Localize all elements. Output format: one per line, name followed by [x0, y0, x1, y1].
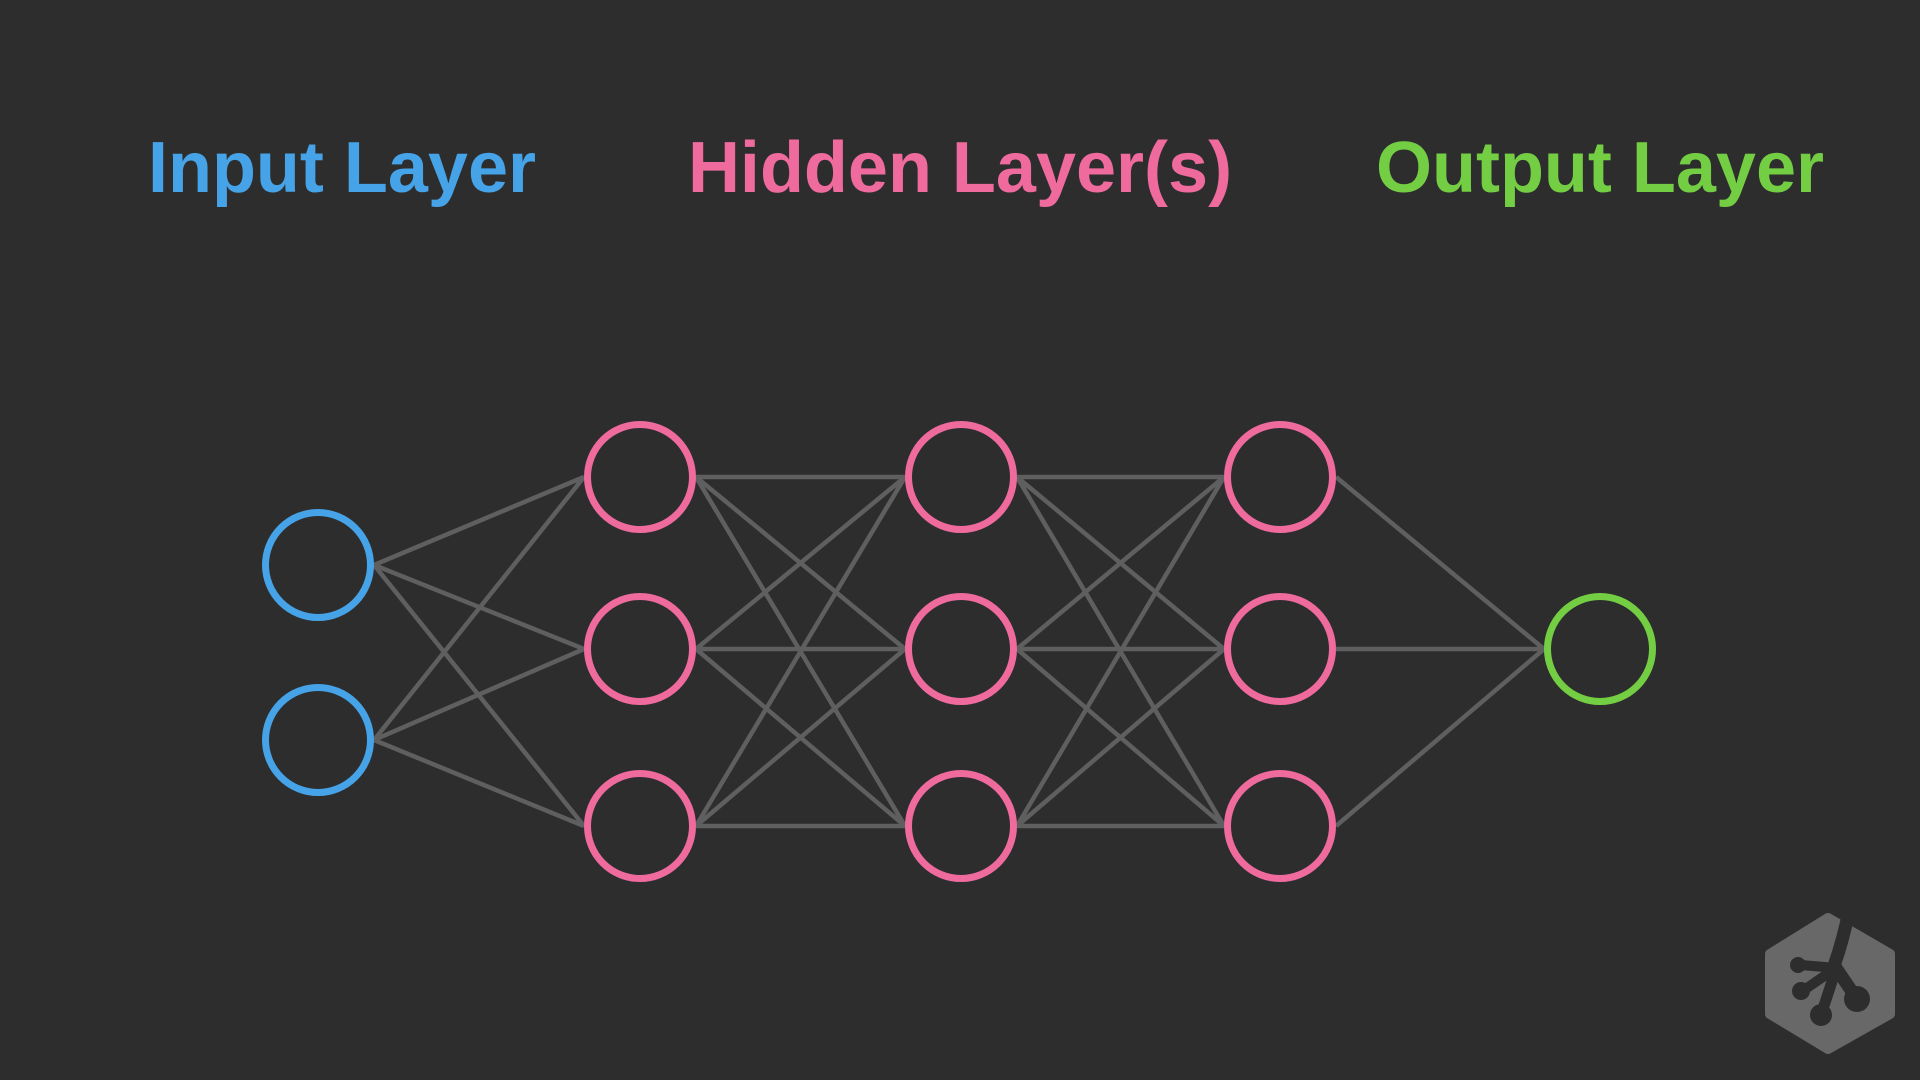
nodes-group — [262, 421, 1656, 882]
hidden-layer-label: Hidden Layer(s) — [687, 128, 1233, 208]
hidden-3-node — [1224, 770, 1336, 882]
connection-line — [1015, 475, 1226, 651]
hidden-2-node — [905, 770, 1017, 882]
hidden-2-node — [905, 421, 1017, 533]
connection-line — [694, 475, 907, 828]
connection-line — [1334, 647, 1546, 828]
connection-line — [694, 475, 907, 651]
connection-line — [694, 647, 907, 828]
logo-frog-foot-icon — [1790, 904, 1870, 1026]
hidden-3-node — [1224, 421, 1336, 533]
connection-line — [1334, 475, 1546, 651]
input-layer-label: Input Layer — [147, 128, 537, 208]
hidden-3-node — [1224, 593, 1336, 705]
connection-line — [1015, 475, 1226, 828]
output-node — [1544, 593, 1656, 705]
input-node — [262, 684, 374, 796]
connection-line — [373, 737, 585, 829]
hidden-1-node — [584, 770, 696, 882]
hidden-1-node — [584, 593, 696, 705]
input-node — [262, 509, 374, 621]
connection-line — [1015, 647, 1226, 828]
treehouse-logo-badge — [1765, 904, 1895, 1054]
edges-group — [372, 474, 1546, 829]
hidden-1-node — [584, 421, 696, 533]
connection-line — [372, 475, 586, 742]
connection-line — [373, 646, 585, 743]
output-layer-label: Output Layer — [1375, 128, 1825, 208]
connection-line — [373, 474, 585, 568]
hidden-2-node — [905, 593, 1017, 705]
